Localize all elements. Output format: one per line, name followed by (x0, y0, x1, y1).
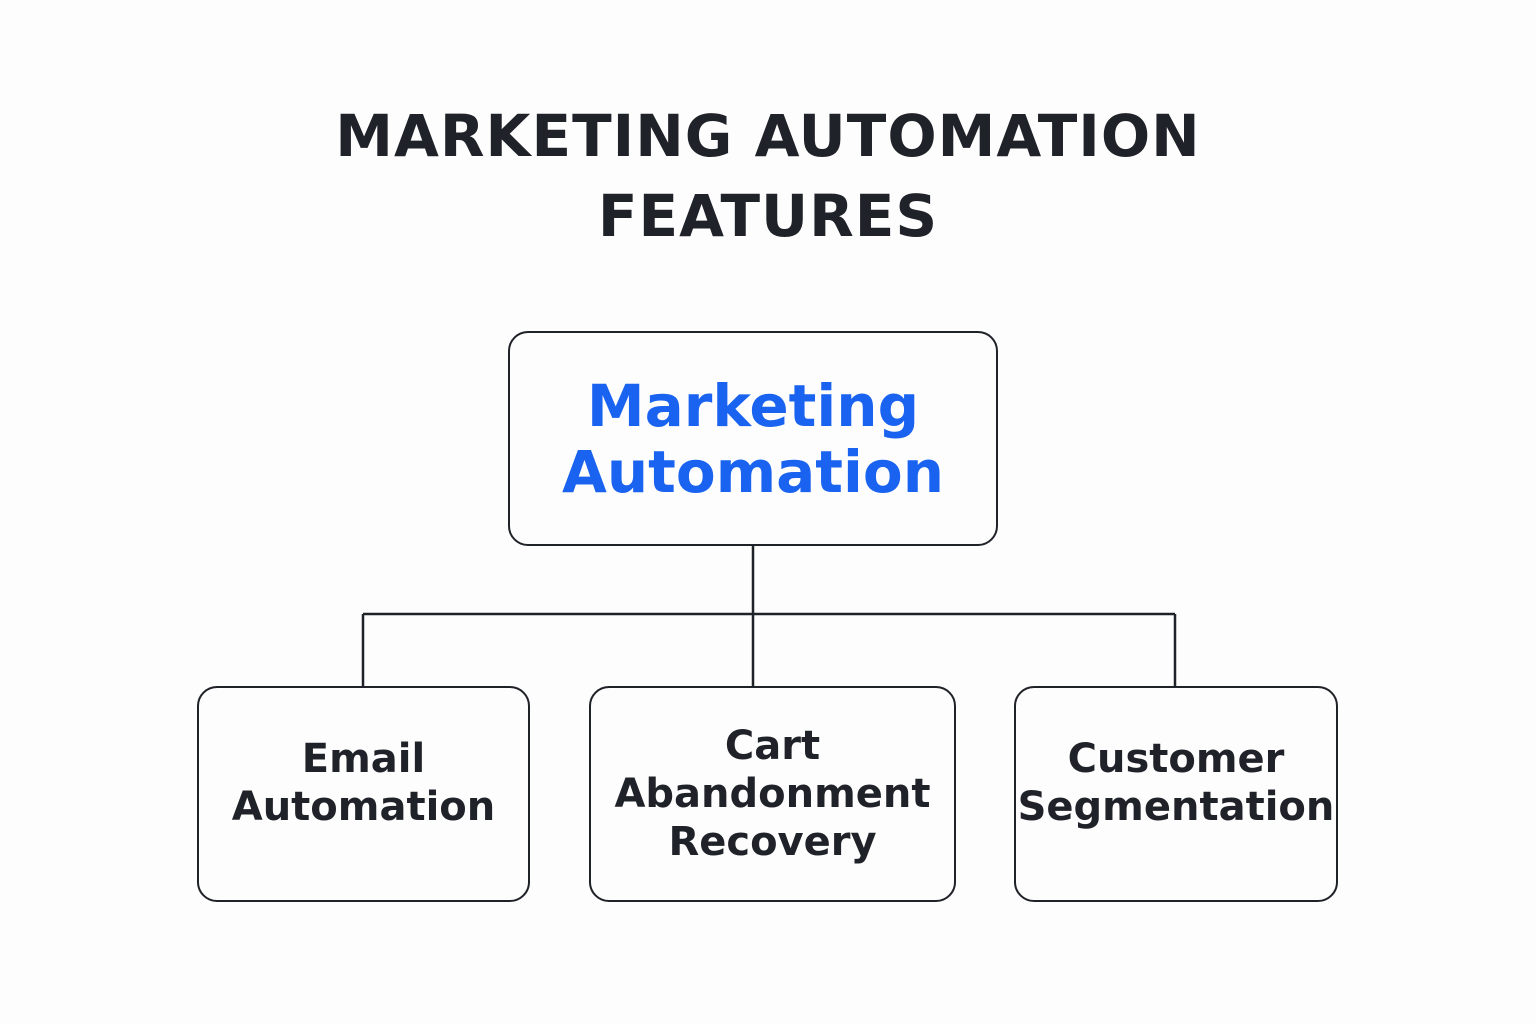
root-node-label-line-1: Marketing (586, 371, 920, 440)
diagram-title-line-1: MARKETING AUTOMATION (335, 102, 1201, 170)
diagram-title-line-2: FEATURES (597, 182, 939, 250)
child-node-email-automation: Email Automation (197, 686, 530, 902)
child-node-label-line-1: Email (301, 736, 426, 782)
child-node-label-line-1: Cart (724, 723, 821, 769)
root-node-marketing-automation: Marketing Automation (508, 331, 998, 546)
child-node-label-line-2: Segmentation (1017, 784, 1335, 830)
child-node-label-line-2: Abandonment (614, 771, 931, 817)
child-node-label-line-1: Customer (1067, 736, 1285, 782)
child-node-label-line-2: Automation (231, 784, 496, 830)
child-node-customer-segmentation: Customer Segmentation (1014, 686, 1338, 902)
child-node-cart-abandonment-recovery: Cart Abandonment Recovery (589, 686, 956, 902)
child-node-label-line-3: Recovery (668, 819, 877, 865)
root-node-label-line-2: Automation (561, 437, 945, 506)
